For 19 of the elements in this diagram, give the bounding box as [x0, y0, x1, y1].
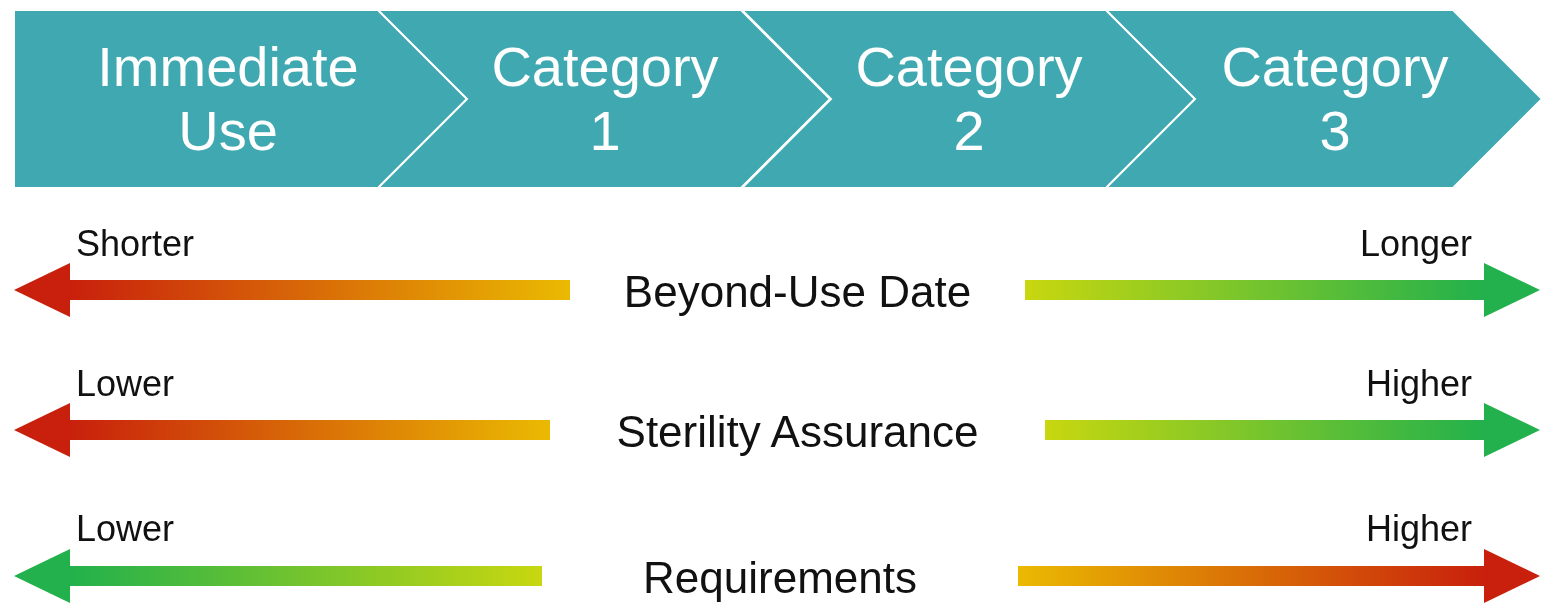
scale-end-label: Lower	[76, 512, 175, 546]
gradient-arrow	[14, 263, 570, 317]
scale-title: Sterility Assurance	[550, 402, 1045, 462]
gradient-arrow	[14, 403, 550, 457]
chevron-step	[742, 10, 1195, 188]
scale-title: Requirements	[542, 548, 1018, 606]
scale-title: Beyond-Use Date	[570, 262, 1025, 322]
gradient-arrow	[1025, 263, 1540, 317]
gradient-arrow	[14, 549, 542, 603]
step-label: Category 1	[490, 34, 720, 164]
step-label: Category 3	[1220, 34, 1450, 164]
gradient-arrow	[1018, 549, 1540, 603]
scale-end-label: Lower	[76, 367, 175, 401]
step-label: Category 2	[854, 34, 1084, 164]
scale-end-label: Shorter	[76, 227, 195, 261]
gradient-arrow	[1045, 403, 1540, 457]
chevron-step	[378, 10, 830, 188]
step-label: Immediate Use	[96, 34, 360, 164]
chevron-step	[1106, 10, 1542, 188]
